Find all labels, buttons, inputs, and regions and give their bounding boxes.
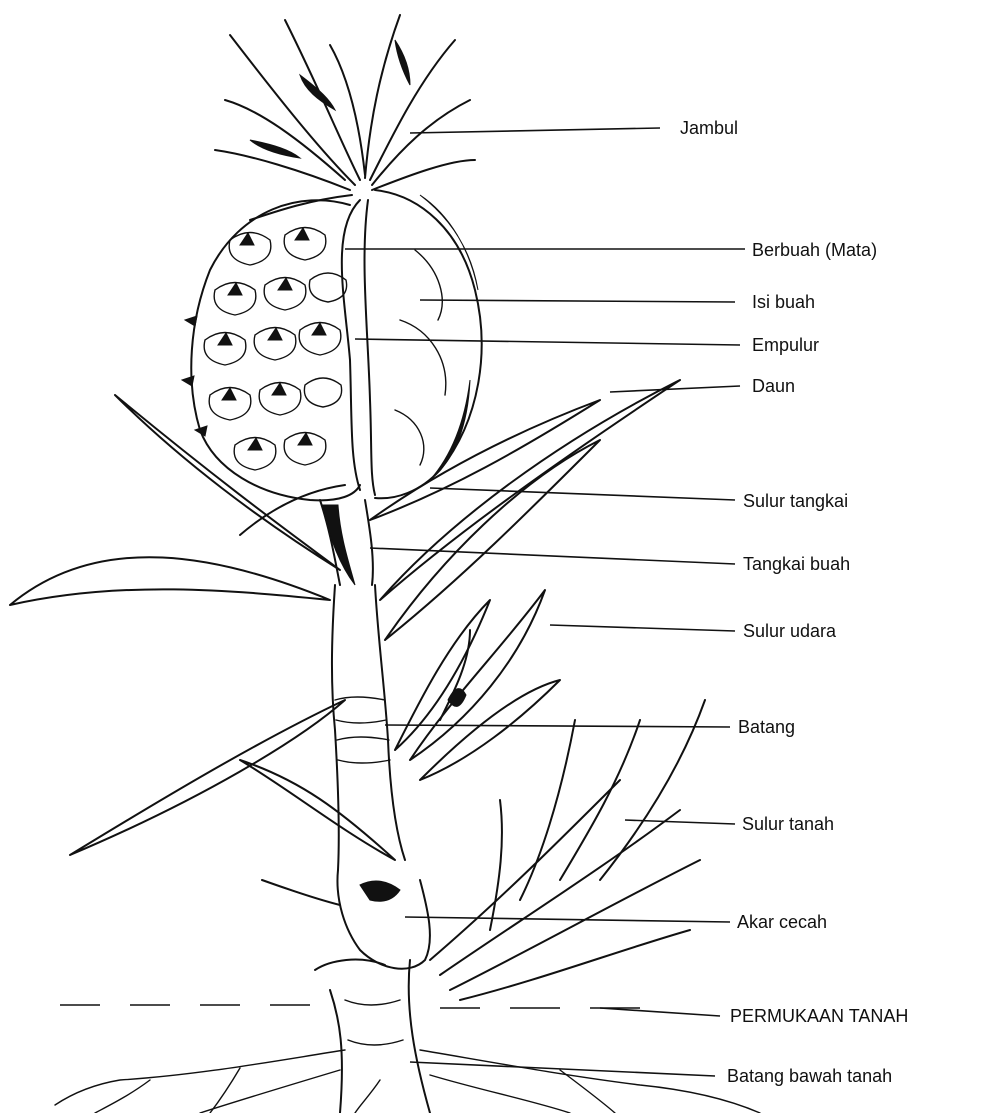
label-berbuah-mata: Berbuah (Mata) <box>752 240 877 260</box>
label-sulur-udara: Sulur udara <box>743 621 836 641</box>
suckers-drawing <box>262 590 705 1000</box>
label-akar-cecah: Akar cecah <box>737 912 827 932</box>
label-isi-buah: Isi buah <box>752 292 815 312</box>
label-empulur: Empulur <box>752 335 819 355</box>
ground-drawing <box>55 1005 760 1113</box>
label-permukaan-tanah: PERMUKAAN TANAH <box>730 1006 908 1026</box>
label-jambul: Jambul <box>680 118 738 138</box>
fruit-drawing <box>182 190 482 500</box>
crown-drawing <box>215 15 475 220</box>
label-batang-bawah-tanah: Batang bawah tanah <box>727 1066 892 1086</box>
label-sulur-tanah: Sulur tanah <box>742 814 834 834</box>
label-batang: Batang <box>738 717 795 737</box>
leaves-drawing <box>10 380 680 860</box>
label-sulur-tangkai: Sulur tangkai <box>743 491 848 511</box>
leader-lines <box>345 128 745 1076</box>
label-tangkai-buah: Tangkai buah <box>743 554 850 574</box>
label-daun: Daun <box>752 376 795 396</box>
stem-drawing <box>320 500 430 1113</box>
